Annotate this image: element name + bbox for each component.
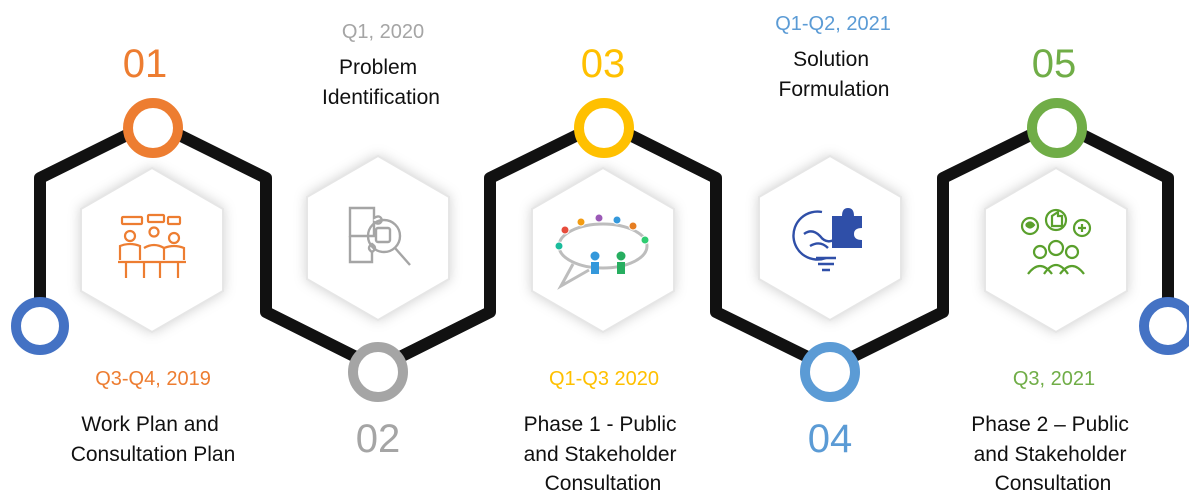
step-3-date: Q1-Q3 2020 bbox=[549, 368, 659, 390]
step-1-node bbox=[123, 98, 183, 158]
community-feedback-icon bbox=[1020, 208, 1092, 275]
right-end-node bbox=[1139, 297, 1189, 355]
hexagon-group bbox=[80, 154, 1128, 334]
step-3-node bbox=[574, 98, 634, 158]
puzzle-magnifier-icon bbox=[348, 206, 411, 266]
step-3-label: Phase 1 - Public and Stakeholder Consult… bbox=[524, 413, 683, 493]
step-4-number: 04 bbox=[808, 417, 853, 461]
step-5-hexagon bbox=[984, 166, 1128, 334]
step-1-date: Q3-Q4, 2019 bbox=[95, 368, 211, 390]
step-4-hexagon bbox=[758, 154, 902, 322]
step-4-label: Solution Formulation bbox=[779, 48, 890, 101]
step-5-label: Phase 2 – Public and Stakeholder Consult… bbox=[971, 413, 1134, 493]
step-1-hexagon bbox=[80, 166, 224, 334]
step-2-label: Problem Identification bbox=[322, 56, 440, 109]
step-2-number: 02 bbox=[356, 417, 401, 461]
step-2-hexagon bbox=[306, 154, 450, 322]
step-5-date: Q3, 2021 bbox=[1013, 368, 1095, 390]
step-1-number: 01 bbox=[123, 42, 168, 86]
step-1-label: Work Plan and Consultation Plan bbox=[71, 413, 236, 466]
step-5-node bbox=[1027, 98, 1087, 158]
team-meeting-icon bbox=[118, 213, 186, 278]
step-2-date: Q1, 2020 bbox=[342, 21, 424, 43]
step-4-date: Q1-Q2, 2021 bbox=[775, 13, 891, 35]
step-2-node bbox=[348, 342, 408, 402]
step-4-node bbox=[800, 342, 860, 402]
left-start-node bbox=[11, 297, 69, 355]
step-5-number: 05 bbox=[1032, 42, 1077, 86]
discussion-circle-icon bbox=[554, 213, 650, 290]
step-3-hexagon bbox=[531, 166, 675, 334]
step-3-number: 03 bbox=[581, 42, 626, 86]
bulb-puzzle-icon bbox=[792, 208, 862, 272]
